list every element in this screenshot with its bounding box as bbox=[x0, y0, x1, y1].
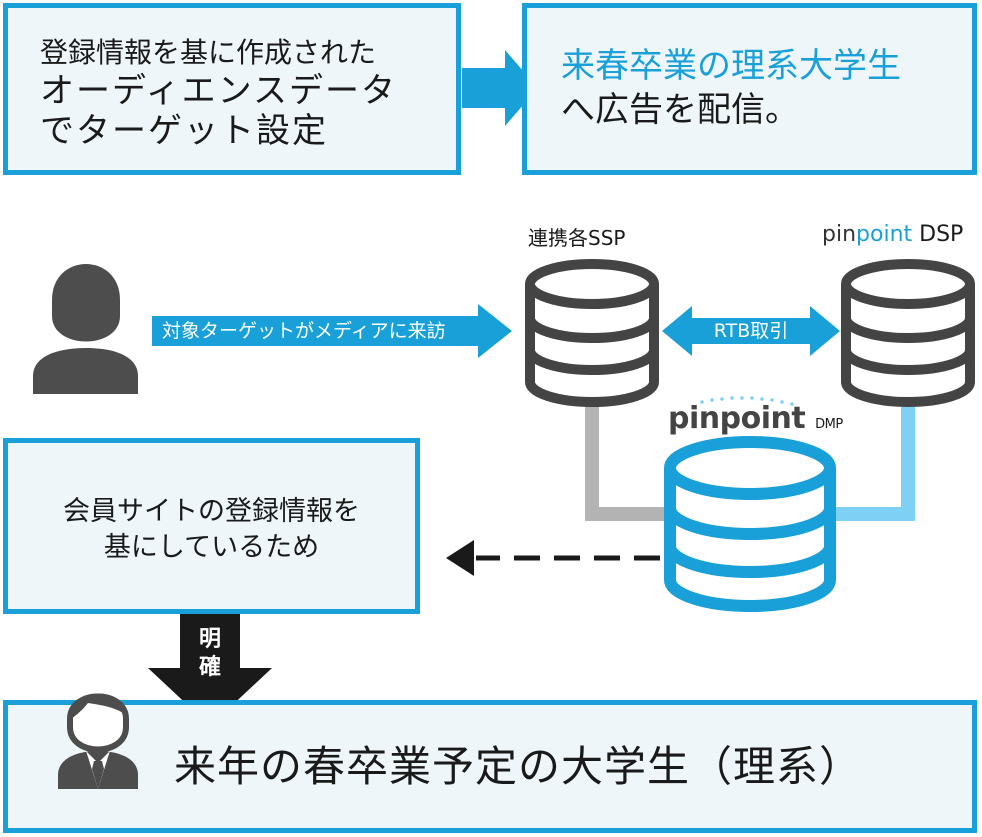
rtb-arrow bbox=[662, 306, 840, 356]
member-data-line-1: 会員サイトの登録情報を bbox=[63, 496, 360, 527]
dsp-label: pinpoint DSP bbox=[822, 222, 963, 248]
dsp-label-pin: pin bbox=[822, 222, 857, 247]
dmp-database-icon bbox=[664, 436, 836, 612]
ssp-database-icon bbox=[525, 259, 659, 407]
target-setting-line-2: オーディエンスデータ bbox=[40, 71, 397, 111]
ad-delivery-target: 来春卒業の理系大学生 bbox=[561, 46, 901, 86]
ssp-to-dmp-line bbox=[585, 405, 668, 521]
target-setting-box: 登録情報を基に作成された オーディエンスデータ でターゲット設定 bbox=[3, 3, 461, 175]
dmp-logo-suffix: DMP bbox=[815, 417, 843, 432]
ad-delivery-action: へ広告を配信。 bbox=[561, 90, 799, 130]
target-setting-line-1: 登録情報を基に作成された bbox=[40, 36, 377, 69]
dsp-label-point: point bbox=[856, 222, 913, 247]
target-setting-line-3: でターゲット設定 bbox=[40, 111, 328, 151]
top-arrow bbox=[462, 50, 538, 126]
member-data-box: 会員サイトの登録情報を 基にしているため bbox=[3, 438, 420, 614]
ssp-label: 連携各SSP bbox=[528, 226, 626, 250]
clear-arrow-label-2: 確 bbox=[198, 655, 221, 680]
dsp-to-dmp-line bbox=[832, 405, 915, 521]
visit-arrow bbox=[152, 304, 512, 358]
dashed-arrow-head bbox=[446, 540, 474, 576]
dmp-logo-point: point bbox=[719, 401, 806, 436]
clear-arrow-label-1: 明 bbox=[198, 627, 221, 652]
businessman-icon bbox=[58, 693, 138, 789]
clear-arrow bbox=[148, 612, 272, 726]
member-data-line-2: 基にしているため bbox=[103, 532, 320, 563]
dmp-logo-dots bbox=[700, 396, 794, 406]
dsp-database-icon bbox=[841, 259, 975, 407]
dmp-logo: pinpoint DMP bbox=[668, 402, 843, 442]
target-audience-label: 来年の春卒業予定の大学生（理系） bbox=[174, 742, 863, 791]
dmp-logo-pin: pin bbox=[668, 401, 720, 436]
rtb-arrow-label: RTB取引 bbox=[713, 320, 789, 342]
visit-arrow-label: 対象ターゲットがメディアに来訪 bbox=[162, 320, 446, 342]
dsp-label-suffix: DSP bbox=[919, 222, 964, 247]
target-audience-box: 来年の春卒業予定の大学生（理系） bbox=[3, 693, 977, 833]
person-icon bbox=[33, 264, 138, 394]
ad-delivery-box: 来春卒業の理系大学生 へ広告を配信。 bbox=[522, 3, 977, 175]
